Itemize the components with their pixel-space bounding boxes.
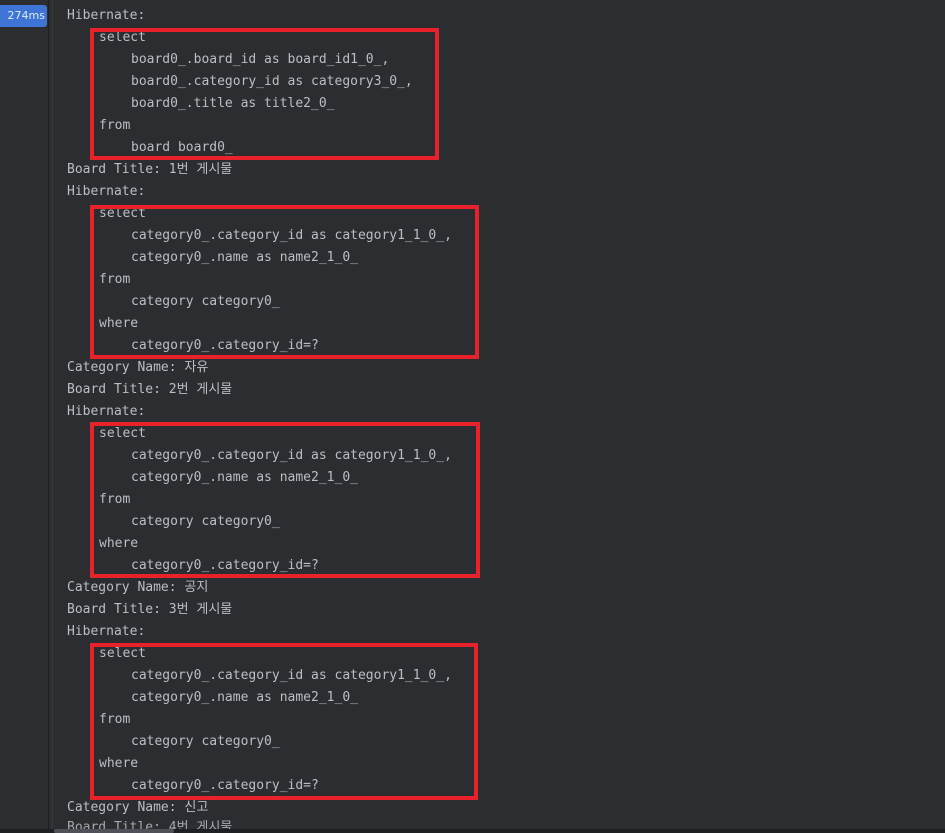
console-line: board board0_ bbox=[131, 140, 233, 155]
horizontal-scrollbar[interactable] bbox=[0, 829, 945, 833]
console-line: Hibernate: bbox=[67, 184, 146, 199]
console-line: category0_.name as name2_1_0_ bbox=[131, 470, 358, 485]
console-line: where bbox=[99, 316, 139, 331]
scrollbar-thumb[interactable] bbox=[54, 829, 174, 833]
console-line: category category0_ bbox=[131, 514, 280, 529]
console-line: Category Name: 자유 bbox=[67, 360, 209, 375]
panel-divider bbox=[48, 0, 49, 833]
console-line: select bbox=[99, 646, 146, 661]
console-line: category0_.category_id as category1_1_0_… bbox=[131, 448, 452, 463]
console-line: board0_.board_id as board_id1_0_, bbox=[131, 52, 390, 67]
console-line: category0_.category_id=? bbox=[131, 778, 319, 793]
console-line: Category Name: 공지 bbox=[67, 580, 209, 595]
console-line: select bbox=[99, 30, 146, 45]
run-tree-panel: 274ms bbox=[0, 0, 53, 833]
console-line: Category Name: 신고 bbox=[67, 800, 209, 815]
console-line: category0_.category_id as category1_1_0_… bbox=[131, 228, 452, 243]
console-line: select bbox=[99, 426, 146, 441]
console-line: from bbox=[99, 272, 131, 287]
console-line: from bbox=[99, 118, 131, 133]
console-line: board0_.title as title2_0_ bbox=[131, 96, 335, 111]
console-output[interactable]: Hibernate: select board0_.board_id as bo… bbox=[54, 0, 945, 833]
console-line: category0_.name as name2_1_0_ bbox=[131, 250, 358, 265]
console-line: board0_.category_id as category3_0_, bbox=[131, 74, 413, 89]
console-line: Board Title: 1번 게시물 bbox=[67, 162, 233, 177]
console-line: category0_.category_id as category1_1_0_… bbox=[131, 668, 452, 683]
console-line: Hibernate: bbox=[67, 404, 146, 419]
console-line: from bbox=[99, 712, 131, 727]
console-line: category category0_ bbox=[131, 734, 280, 749]
console-line: category0_.name as name2_1_0_ bbox=[131, 690, 358, 705]
console-line: Board Title: 2번 게시물 bbox=[67, 382, 233, 397]
console-line: category0_.category_id=? bbox=[131, 338, 319, 353]
console-line: Hibernate: bbox=[67, 8, 146, 23]
console-line: category0_.category_id=? bbox=[131, 558, 319, 573]
console-line: where bbox=[99, 756, 139, 771]
test-timing-badge[interactable]: 274ms bbox=[0, 5, 47, 27]
console-line: category category0_ bbox=[131, 294, 280, 309]
console-line: from bbox=[99, 492, 131, 507]
console-line: Hibernate: bbox=[67, 624, 146, 639]
console-line: where bbox=[99, 536, 139, 551]
console-line: select bbox=[99, 206, 146, 221]
console-line: Board Title: 3번 게시물 bbox=[67, 602, 233, 617]
